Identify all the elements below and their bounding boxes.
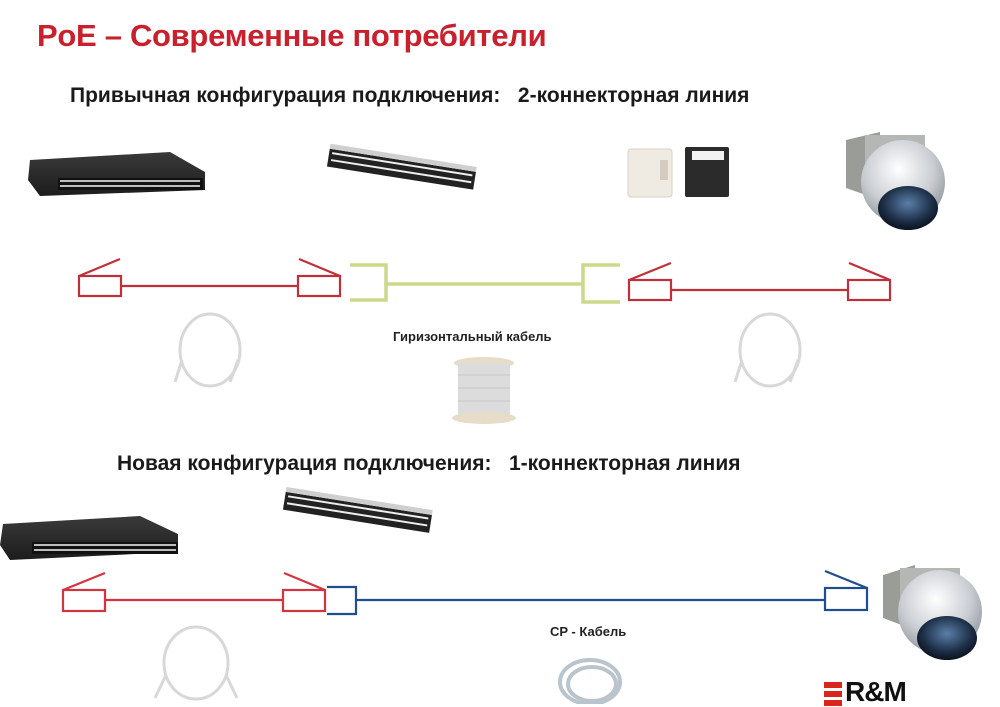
patch-cord-coil-new <box>153 625 239 701</box>
cp-cable-coil-image <box>558 658 622 704</box>
patch-cord-right <box>627 261 892 302</box>
cp-cable-line <box>327 569 869 616</box>
slide-title: PoE – Современные потребители <box>37 18 547 53</box>
patch-panel-image <box>282 486 433 533</box>
switch-image <box>0 516 178 560</box>
wall-outlet-image <box>627 147 729 198</box>
logo-text: R&M <box>845 676 907 707</box>
cable-reel-image <box>452 357 516 424</box>
patch-cord-coil-left <box>173 312 242 388</box>
horizontal-cable-line <box>350 263 620 304</box>
horizontal-cable-label: Гиризонтальный кабель <box>393 329 552 344</box>
dome-camera-image <box>883 565 982 660</box>
patch-cord-coil-right <box>733 312 802 388</box>
new-config-heading: Новая конфигурация подключения: 1-коннек… <box>117 452 741 475</box>
logo-bars-icon <box>824 682 842 706</box>
patch-cord-new <box>61 571 327 613</box>
old-config-heading: Привычная конфигурация подключения: 2-ко… <box>70 84 750 107</box>
patch-panel-image <box>326 143 477 190</box>
cp-cable-label: CP - Кабель <box>550 624 627 639</box>
switch-image <box>28 152 205 196</box>
rm-logo: R&M <box>824 676 907 707</box>
dome-camera-image <box>846 132 945 230</box>
patch-cord-left <box>77 257 342 298</box>
